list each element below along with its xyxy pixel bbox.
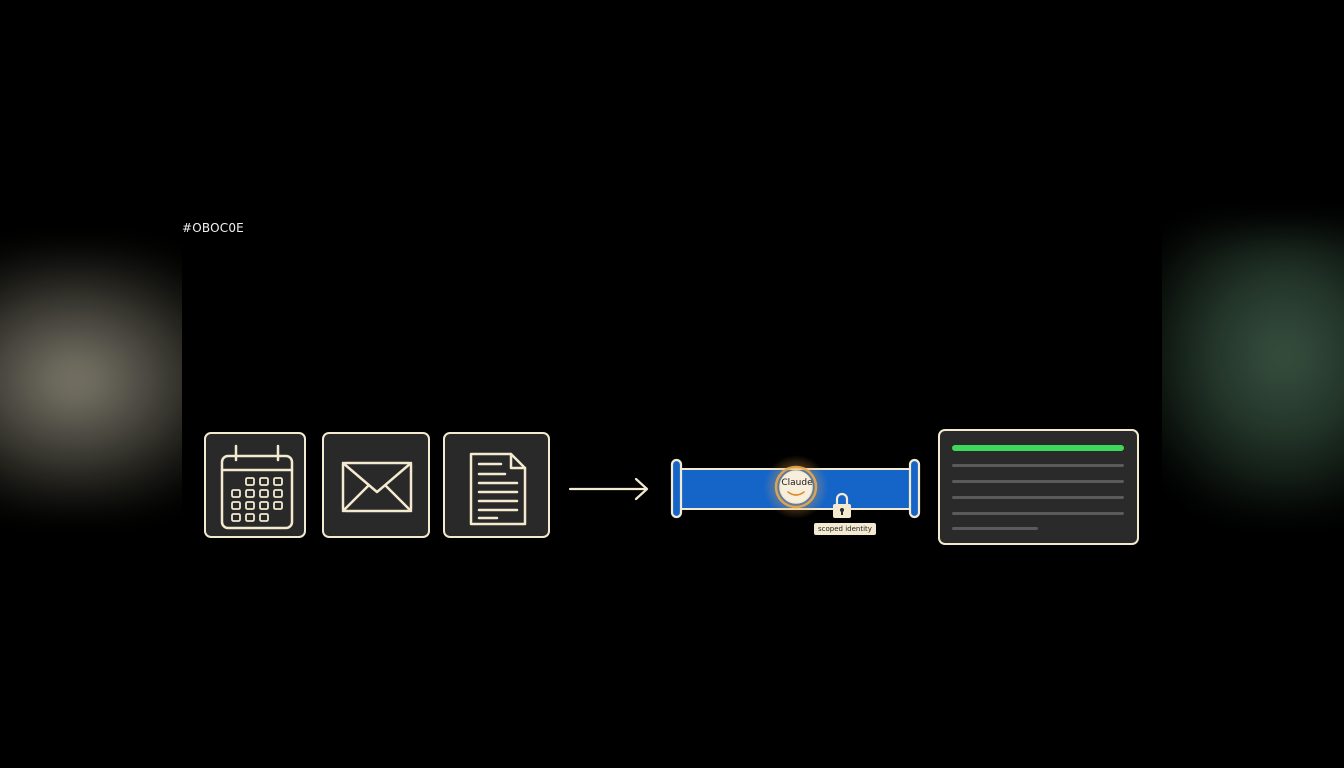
claude-bridge-bar bbox=[670, 455, 921, 519]
envelope-icon bbox=[341, 461, 413, 513]
padlock-icon bbox=[833, 492, 851, 518]
text-line bbox=[952, 496, 1124, 499]
text-line bbox=[952, 480, 1124, 483]
calendar-icon bbox=[220, 444, 294, 530]
calendar-tile bbox=[204, 432, 306, 538]
text-line bbox=[952, 512, 1124, 515]
claude-node-label: Claude bbox=[781, 478, 813, 488]
blurred-background-right bbox=[1140, 230, 1344, 510]
text-line bbox=[952, 464, 1124, 467]
document-icon bbox=[469, 452, 527, 526]
email-tile bbox=[322, 432, 430, 538]
hex-color-label: #OBOC0E bbox=[182, 221, 244, 235]
highlighted-line bbox=[952, 445, 1124, 451]
scoped-identity-label: scoped identity bbox=[814, 523, 876, 535]
text-line bbox=[952, 527, 1038, 530]
output-panel bbox=[938, 429, 1139, 545]
arrow-right-icon bbox=[568, 477, 649, 501]
diagram-panel bbox=[182, 218, 1162, 618]
document-tile bbox=[443, 432, 550, 538]
